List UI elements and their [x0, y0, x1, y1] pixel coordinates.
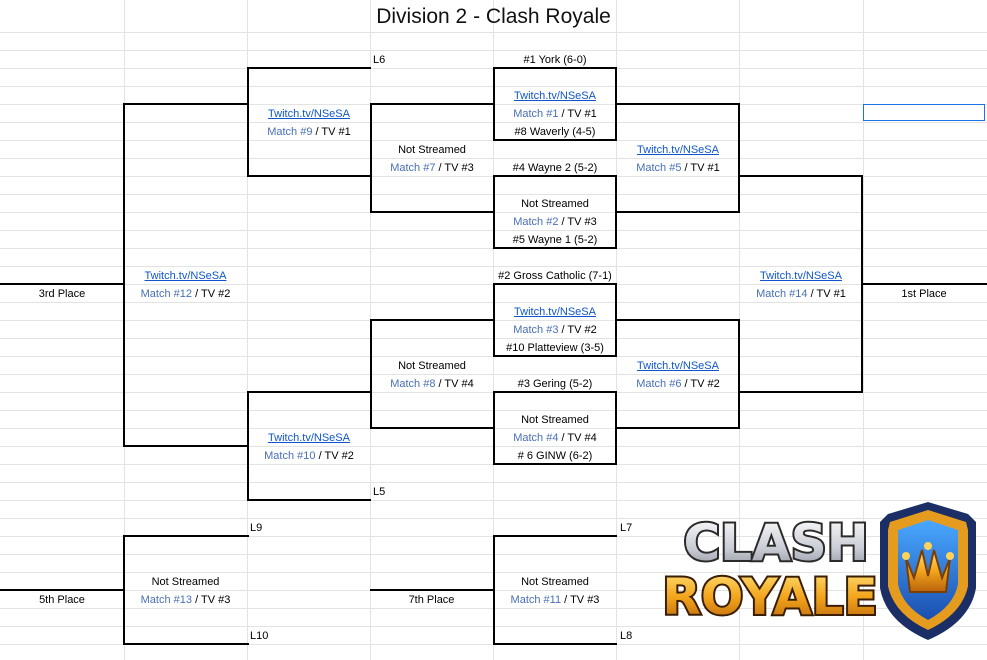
feed-l9: L9 — [250, 522, 263, 534]
not-streamed-match-7: Not Streamed — [398, 144, 466, 156]
match-2-label: Match #2 / TV #3 — [513, 216, 597, 228]
stream-link-match-5[interactable]: Twitch.tv/NSeSA — [637, 144, 719, 156]
match-6-label: Match #6 / TV #2 — [636, 378, 720, 390]
match-13-label: Match #13 / TV #3 — [140, 594, 231, 606]
match-10-label: Match #10 / TV #2 — [264, 450, 354, 462]
match-11-label: Match #11 / TV #3 — [510, 594, 600, 606]
selected-cell[interactable] — [863, 104, 985, 121]
match-1-label: Match #1 / TV #1 — [513, 108, 597, 120]
feed-l10: L10 — [250, 630, 269, 642]
third-place-label: 3rd Place — [38, 288, 86, 300]
match-5-label: Match #5 / TV #1 — [636, 162, 720, 174]
feed-l5: L5 — [373, 486, 386, 498]
match-3-label: Match #3 / TV #2 — [513, 324, 597, 336]
stream-link-match-14[interactable]: Twitch.tv/NSeSA — [760, 270, 842, 282]
seventh-place-label: 7th Place — [408, 594, 455, 606]
not-streamed-match-11: Not Streamed — [521, 576, 589, 588]
team-waverly: #8 Waverly (4-5) — [514, 126, 596, 138]
stream-link-match-3[interactable]: Twitch.tv/NSeSA — [514, 306, 596, 318]
match-7-label: Match #7 / TV #3 — [390, 162, 474, 174]
stream-link-match-6[interactable]: Twitch.tv/NSeSA — [637, 360, 719, 372]
team-wayne-2: #4 Wayne 2 (5-2) — [512, 162, 598, 174]
match-8-label: Match #8 / TV #4 — [390, 378, 474, 390]
match-9-label: Match #9 / TV #1 — [267, 126, 351, 138]
match-12-label: Match #12 / TV #2 — [140, 288, 231, 300]
match-4-label: Match #4 / TV #4 — [513, 432, 597, 444]
shield-icon — [880, 502, 976, 640]
not-streamed-match-2: Not Streamed — [521, 198, 589, 210]
feed-l6: L6 — [373, 54, 386, 66]
stream-link-match-1[interactable]: Twitch.tv/NSeSA — [514, 90, 596, 102]
feed-l8: L8 — [620, 630, 633, 642]
team-wayne-1: #5 Wayne 1 (5-2) — [512, 234, 598, 246]
not-streamed-match-4: Not Streamed — [521, 414, 589, 426]
first-place-label: 1st Place — [901, 288, 947, 300]
not-streamed-match-13: Not Streamed — [151, 576, 220, 588]
team-gering: #3 Gering (5-2) — [517, 378, 593, 390]
logo-text-line2: ROYALE — [662, 568, 877, 626]
team-york: #1 York (6-0) — [523, 54, 587, 66]
stream-link-match-9[interactable]: Twitch.tv/NSeSA — [268, 108, 350, 120]
feed-l7: L7 — [620, 522, 633, 534]
clash-royale-logo: CLASH ROYALE — [660, 502, 976, 640]
team-ginw: # 6 GINW (6-2) — [517, 450, 593, 462]
not-streamed-match-8: Not Streamed — [398, 360, 466, 372]
match-14-label: Match #14 / TV #1 — [756, 288, 846, 300]
fifth-place-label: 5th Place — [39, 594, 85, 606]
team-platteview: #10 Platteview (3-5) — [506, 342, 604, 354]
logo-text-line1: CLASH — [683, 514, 868, 572]
stream-link-match-12[interactable]: Twitch.tv/NSeSA — [144, 270, 227, 282]
page-title: Division 2 - Clash Royale — [376, 5, 611, 28]
team-gross-catholic: #2 Gross Catholic (7-1) — [498, 270, 612, 282]
stream-link-match-10[interactable]: Twitch.tv/NSeSA — [268, 432, 350, 444]
